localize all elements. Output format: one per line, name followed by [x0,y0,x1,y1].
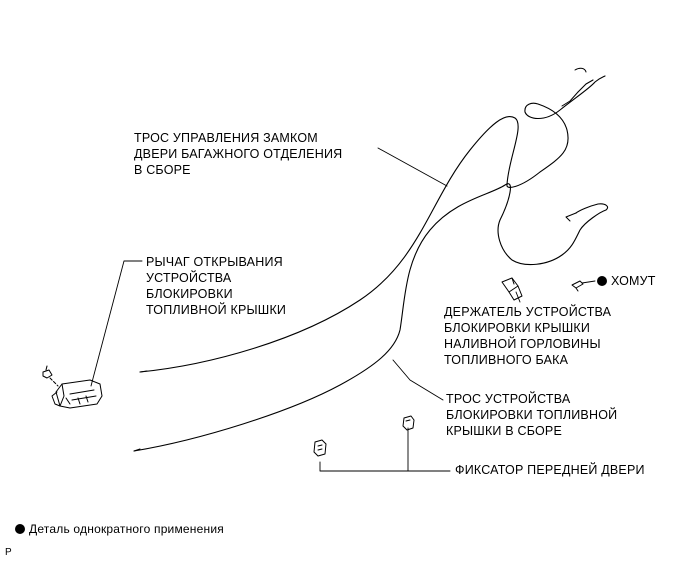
lever-label-line4: ТОПЛИВНОЙ КРЫШКИ [146,303,287,317]
front-door-retainer-right [402,415,415,431]
trunk-lock-cable-upper-end [561,67,587,107]
front-door-retainer-label: ФИКСАТОР ПЕРЕДНЕЙ ДВЕРИ [455,463,645,477]
clamp-part [571,280,584,292]
figure-code: P [5,547,12,558]
fuel-lid-cable-label: ТРОС УСТРОЙСТВА БЛОКИРОВКИ ТОПЛИВНОЙ КРЫ… [446,391,617,439]
lever-label-line1: РЫЧАГ ОТКРЫВАНИЯ [146,255,283,269]
holder-label-line3: НАЛИВНОЙ ГОРЛОВИНЫ [444,337,601,351]
leader-holder [515,291,521,303]
trunk-label-line2: ДВЕРИ БАГАЖНОГО ОТДЕЛЕНИЯ [134,147,343,161]
fuel-lid-cable-end [133,212,577,452]
trunk-label-line3: В СБОРЕ [134,163,191,177]
holder-label-line1: ДЕРЖАТЕЛЬ УСТРОЙСТВА [444,305,612,319]
fuel-lid-opener-lever [49,377,103,409]
legend-dot-icon [15,524,25,534]
lock-holder-label: ДЕРЖАТЕЛЬ УСТРОЙСТВА БЛОКИРОВКИ КРЫШКИ Н… [444,304,611,368]
lever-label-line2: УСТРОЙСТВА [146,271,232,285]
fuel-lid-lever-label: РЫЧАГ ОТКРЫВАНИЯ УСТРОЙСТВА БЛОКИРОВКИ Т… [146,254,286,318]
fuelcable-label-line3: КРЫШКИ В СБОРЕ [446,424,562,438]
lever-screw [42,365,53,379]
fuel-lid-cable [133,183,609,452]
holder-label-line2: БЛОКИРОВКИ КРЫШКИ [444,321,591,335]
trunk-lock-cable-label: ТРОС УПРАВЛЕНИЯ ЗАМКОМ ДВЕРИ БАГАЖНОГО О… [134,130,342,178]
holder-label-line4: ТОПЛИВНОГО БАКА [444,353,569,367]
legend: Деталь однократного применения [15,522,224,536]
leader-clamp [581,280,596,284]
lever-label-line3: БЛОКИРОВКИ [146,287,233,301]
leader-lever [90,260,143,387]
fuelcable-label-line1: ТРОС УСТРОЙСТВА [446,392,571,406]
fuel-lid-lock-holder [501,277,523,301]
clamp-label: ХОМУТ [611,274,656,288]
leader-trunk [377,147,448,187]
trunk-lock-cable [139,75,606,373]
legend-text: Деталь однократного применения [29,522,224,536]
non-reusable-marker-dot [597,276,607,286]
trunk-label-line1: ТРОС УПРАВЛЕНИЯ ЗАМКОМ [134,131,318,145]
leader-fuel-cable [392,359,444,401]
leader-retainer [319,427,451,472]
front-door-retainer-left [313,439,327,457]
fuelcable-label-line2: БЛОКИРОВКИ ТОПЛИВНОЙ [446,408,618,422]
trunk-lock-cable-end [139,79,594,373]
